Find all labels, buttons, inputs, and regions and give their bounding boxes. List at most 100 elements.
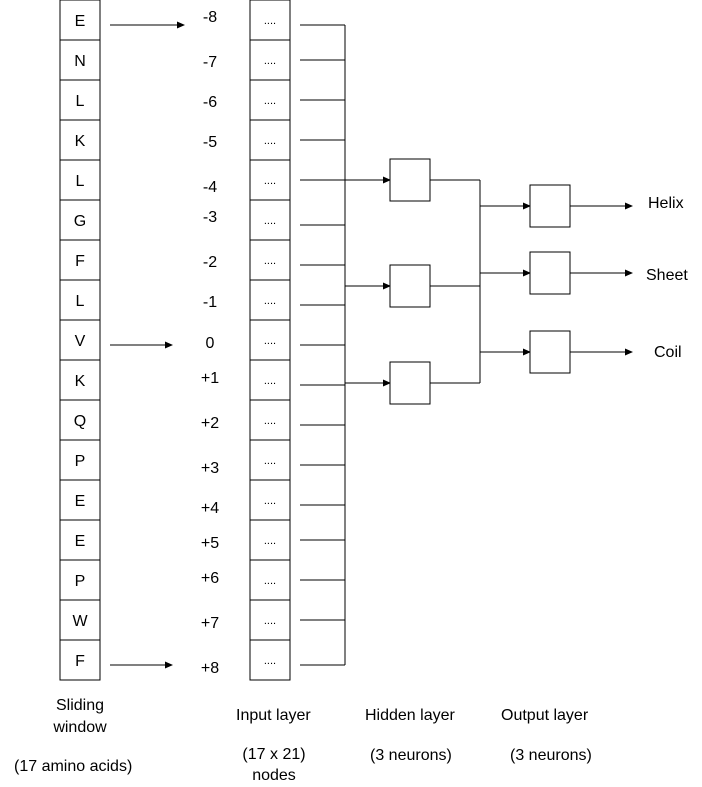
output-label-sheet: Sheet [646, 267, 688, 284]
window-cell [59, 159, 101, 201]
input-node-dots: .... [264, 55, 276, 67]
window-cell [59, 559, 101, 601]
window-cell [59, 239, 101, 281]
window-residue: W [72, 613, 88, 630]
input-node-cell [249, 0, 291, 41]
output-layer [529, 184, 571, 374]
hidden-layer-count: (3 neurons) [370, 747, 452, 764]
position-label: -6 [202, 94, 218, 111]
position-label: -1 [202, 294, 218, 311]
input-node-dots: .... [264, 655, 276, 667]
input-layer-count: (17 x 21) [242, 746, 306, 763]
input-node-dots: .... [264, 615, 276, 627]
input-node-dots: .... [264, 295, 276, 307]
output-neuron [529, 184, 571, 228]
window-cell [59, 439, 101, 481]
window-cell [59, 319, 101, 361]
output-layer-count: (3 neurons) [510, 747, 592, 764]
position-label: -8 [202, 9, 218, 26]
position-label: -3 [202, 209, 218, 226]
input-node-dots: .... [264, 535, 276, 547]
input-node-cell [249, 119, 291, 161]
output-neuron [529, 251, 571, 295]
input-node-dots: .... [264, 415, 276, 427]
position-label: +2 [200, 415, 220, 432]
window-residue: Q [74, 413, 86, 430]
window-residue: F [75, 653, 85, 670]
sliding-window-count: (17 amino acids) [14, 758, 133, 775]
input-node-cell [249, 199, 291, 241]
window-cell [59, 359, 101, 401]
window-residue: N [74, 53, 86, 70]
window-residue: P [75, 453, 86, 470]
position-label: +5 [200, 535, 220, 552]
window-cell [59, 0, 101, 41]
input-node-cell [249, 279, 291, 321]
input-layer-nodes: nodes [252, 767, 296, 784]
input-node-dots: .... [264, 135, 276, 147]
input-node-dots: .... [264, 175, 276, 187]
sliding-window-caption-1: Sliding [55, 697, 105, 714]
window-residue: G [74, 213, 86, 230]
window-residue: L [76, 173, 85, 190]
position-label: -7 [202, 54, 218, 71]
window-residue: K [75, 133, 86, 150]
output-layer-caption: Output layer [501, 707, 589, 724]
position-label: +7 [200, 615, 220, 632]
window-residue: E [75, 533, 86, 550]
input-node-cell [249, 319, 291, 361]
position-label: +3 [200, 460, 220, 477]
position-label: -2 [202, 254, 218, 271]
position-label: +4 [200, 500, 220, 517]
input-node-cell [249, 479, 291, 521]
input-node-dots: .... [264, 575, 276, 587]
sliding-window: E N L K L G F L V K Q P E E P W F [59, 0, 101, 681]
input-node-dots: .... [264, 15, 276, 27]
input-node-dots: .... [264, 215, 276, 227]
sliding-window-caption-2: window [53, 719, 107, 736]
window-cell [59, 199, 101, 241]
input-node-cell [249, 39, 291, 81]
hidden-neuron [389, 361, 431, 405]
window-arrows [110, 21, 185, 669]
window-residue: F [75, 253, 85, 270]
window-residue: E [75, 13, 86, 30]
window-residue: K [75, 373, 86, 390]
window-cell [59, 119, 101, 161]
input-node-cell [249, 159, 291, 201]
window-residue: L [76, 293, 85, 310]
position-label: +6 [200, 570, 220, 587]
input-node-dots: .... [264, 455, 276, 467]
output-neuron [529, 330, 571, 374]
output-label-coil: Coil [654, 344, 682, 361]
position-label: -5 [202, 134, 218, 151]
window-cell [59, 399, 101, 441]
input-node-dots: .... [264, 255, 276, 267]
input-node-cell [249, 439, 291, 481]
position-label: 0 [205, 335, 215, 352]
input-node-cell [249, 239, 291, 281]
input-node-cell [249, 519, 291, 561]
window-residue: V [75, 333, 86, 350]
input-layer-caption: Input layer [236, 707, 311, 724]
window-residue: L [76, 93, 85, 110]
input-layer: ........................................… [249, 0, 291, 681]
window-cell [59, 39, 101, 81]
position-label: +8 [200, 660, 220, 677]
window-residue: E [75, 493, 86, 510]
input-node-dots: .... [264, 495, 276, 507]
hidden-layer [389, 158, 431, 405]
window-cell [59, 479, 101, 521]
position-label: +1 [200, 370, 220, 387]
hidden-neuron [389, 158, 431, 202]
input-node-dots: .... [264, 95, 276, 107]
output-label-helix: Helix [648, 195, 684, 212]
input-node-dots: .... [264, 375, 276, 387]
window-cell [59, 279, 101, 321]
window-residue: P [75, 573, 86, 590]
input-node-dots: .... [264, 335, 276, 347]
hidden-layer-caption: Hidden layer [365, 707, 455, 724]
input-node-cell [249, 639, 291, 681]
